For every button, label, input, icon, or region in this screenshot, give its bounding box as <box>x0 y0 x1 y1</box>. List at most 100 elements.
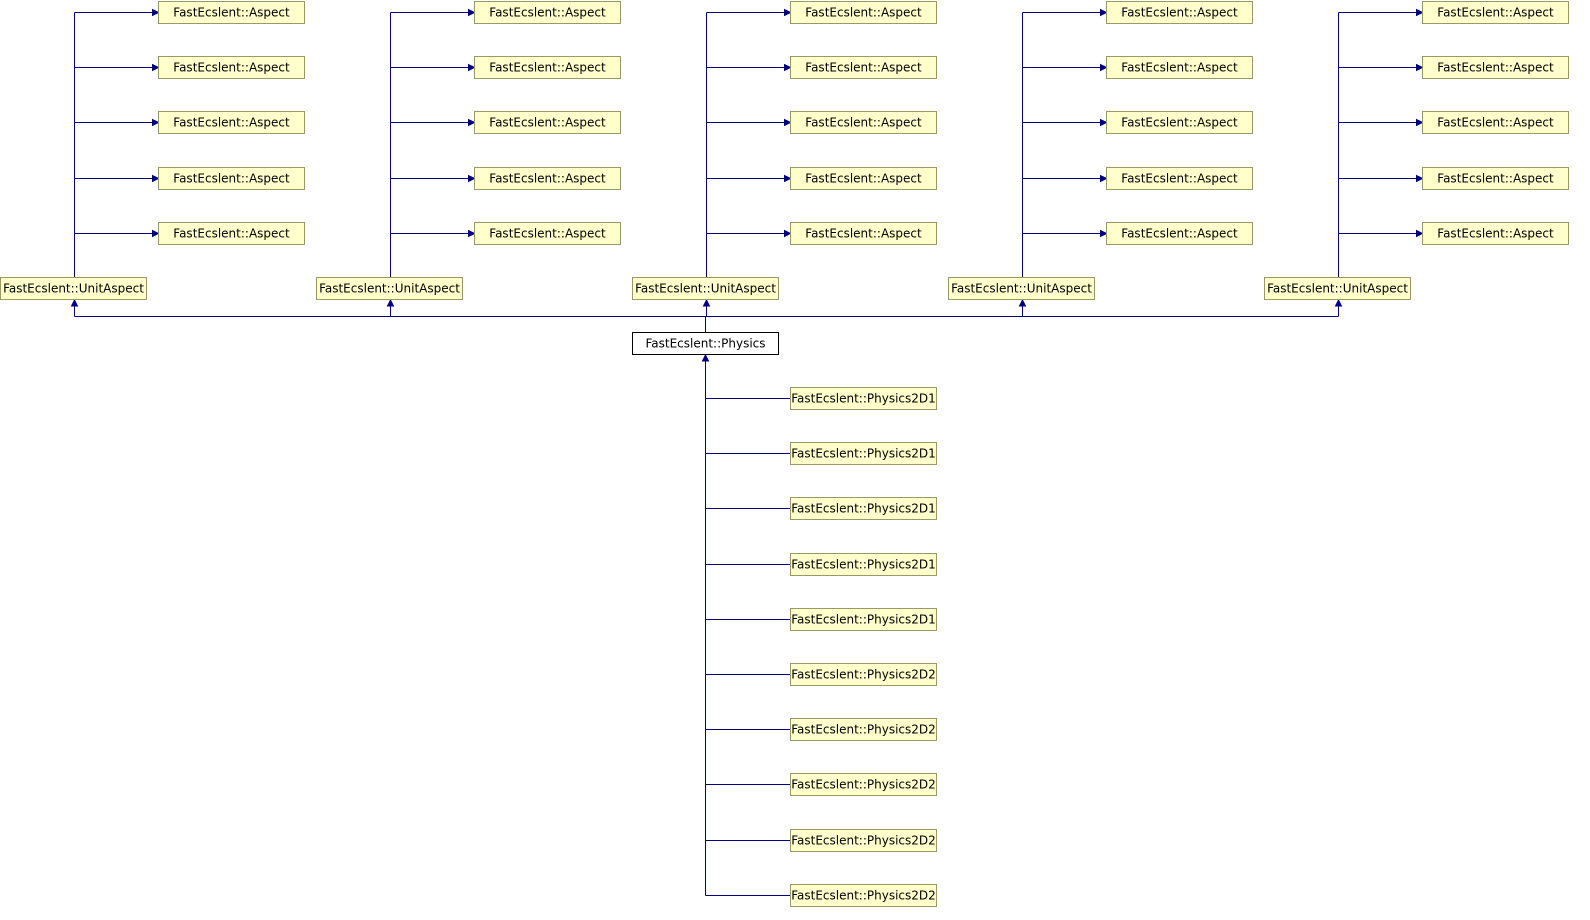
aspect-node-1-3[interactable]: FastEcslent::Aspect <box>158 111 305 134</box>
child-node-1[interactable]: FastEcslent::Physics2D1 <box>790 387 937 410</box>
aspect-node-1-2-box <box>158 56 305 79</box>
aspect-node-2-4[interactable]: FastEcslent::Aspect <box>474 167 621 190</box>
aspect-node-5-4[interactable]: FastEcslent::Aspect <box>1422 167 1569 190</box>
child-node-8[interactable]: FastEcslent::Physics2D2 <box>790 773 937 796</box>
aspect-arrow-1-3 <box>152 118 160 127</box>
aspect-node-4-4-label: FastEcslent::Aspect <box>1121 172 1238 186</box>
child-node-6[interactable]: FastEcslent::Physics2D2 <box>790 663 937 686</box>
child-node-4-label: FastEcslent::Physics2D1 <box>791 558 936 572</box>
unitaspect-2-arrow <box>386 298 395 307</box>
aspect-node-3-3-box <box>790 111 937 134</box>
aspect-node-5-1-box <box>1422 1 1569 24</box>
aspect-node-3-3-label: FastEcslent::Aspect <box>805 116 922 130</box>
aspect-arrow-1-4 <box>152 174 160 183</box>
aspect-node-1-1[interactable]: FastEcslent::Aspect <box>158 1 305 24</box>
child-node-9[interactable]: FastEcslent::Physics2D2 <box>790 829 937 852</box>
child-node-2[interactable]: FastEcslent::Physics2D1 <box>790 442 937 465</box>
aspect-node-2-1[interactable]: FastEcslent::Aspect <box>474 1 621 24</box>
aspect-node-3-2-box <box>790 56 937 79</box>
aspect-node-3-5-box <box>790 222 937 245</box>
aspect-node-2-2-label: FastEcslent::Aspect <box>489 61 606 75</box>
aspect-node-2-5-label: FastEcslent::Aspect <box>489 227 606 241</box>
aspect-node-1-5-box <box>158 222 305 245</box>
child-node-2-label: FastEcslent::Physics2D1 <box>791 447 936 461</box>
aspect-node-2-5[interactable]: FastEcslent::Aspect <box>474 222 621 245</box>
unitaspect-node-3-label: FastEcslent::UnitAspect <box>635 282 776 296</box>
aspect-arrow-4-4 <box>1100 174 1108 183</box>
aspect-node-4-2[interactable]: FastEcslent::Aspect <box>1106 56 1253 79</box>
aspect-node-3-4[interactable]: FastEcslent::Aspect <box>790 167 937 190</box>
aspect-node-1-2[interactable]: FastEcslent::Aspect <box>158 56 305 79</box>
unitaspect-node-5-box <box>1264 277 1411 300</box>
aspect-node-3-3[interactable]: FastEcslent::Aspect <box>790 111 937 134</box>
aspect-node-5-3-box <box>1422 111 1569 134</box>
aspect-arrow-3-4 <box>784 174 792 183</box>
aspect-node-2-2-box <box>474 56 621 79</box>
unitaspect-node-3[interactable]: FastEcslent::UnitAspect <box>632 277 779 300</box>
aspect-node-5-3[interactable]: FastEcslent::Aspect <box>1422 111 1569 134</box>
aspect-node-3-1[interactable]: FastEcslent::Aspect <box>790 1 937 24</box>
aspect-node-4-4[interactable]: FastEcslent::Aspect <box>1106 167 1253 190</box>
aspect-node-3-2[interactable]: FastEcslent::Aspect <box>790 56 937 79</box>
aspect-arrow-3-1 <box>784 8 792 17</box>
aspect-node-2-2[interactable]: FastEcslent::Aspect <box>474 56 621 79</box>
aspect-node-4-3[interactable]: FastEcslent::Aspect <box>1106 111 1253 134</box>
unitaspect-3-arrow <box>702 298 711 307</box>
aspect-arrow-5-3 <box>1416 118 1424 127</box>
aspect-node-3-1-box <box>790 1 937 24</box>
child-node-4-box <box>790 553 937 576</box>
aspect-node-5-5[interactable]: FastEcslent::Aspect <box>1422 222 1569 245</box>
child-node-6-box <box>790 663 937 686</box>
aspect-arrow-5-5 <box>1416 229 1424 238</box>
aspect-node-2-4-label: FastEcslent::Aspect <box>489 172 606 186</box>
aspect-node-4-5-label: FastEcslent::Aspect <box>1121 227 1238 241</box>
aspect-arrow-2-3 <box>468 118 476 127</box>
aspect-node-4-1-label: FastEcslent::Aspect <box>1121 6 1238 20</box>
aspect-node-1-1-label: FastEcslent::Aspect <box>173 6 290 20</box>
aspect-arrow-4-2 <box>1100 63 1108 72</box>
aspect-node-4-5[interactable]: FastEcslent::Aspect <box>1106 222 1253 245</box>
aspect-node-5-1[interactable]: FastEcslent::Aspect <box>1422 1 1569 24</box>
unitaspect-node-1[interactable]: FastEcslent::UnitAspect <box>0 277 147 300</box>
physics-root-node-box <box>632 332 779 355</box>
aspect-arrow-4-1 <box>1100 8 1108 17</box>
aspect-arrow-2-4 <box>468 174 476 183</box>
unitaspect-node-2[interactable]: FastEcslent::UnitAspect <box>316 277 463 300</box>
aspect-node-1-1-box <box>158 1 305 24</box>
child-node-5[interactable]: FastEcslent::Physics2D1 <box>790 608 937 631</box>
aspect-arrow-5-1 <box>1416 8 1424 17</box>
child-node-1-box <box>790 387 937 410</box>
aspect-node-3-4-label: FastEcslent::Aspect <box>805 172 922 186</box>
aspect-node-5-5-box <box>1422 222 1569 245</box>
aspect-node-5-4-label: FastEcslent::Aspect <box>1437 172 1554 186</box>
unitaspect-5-arrow <box>1334 298 1343 307</box>
aspect-node-4-1[interactable]: FastEcslent::Aspect <box>1106 1 1253 24</box>
aspect-node-1-5[interactable]: FastEcslent::Aspect <box>158 222 305 245</box>
aspect-node-3-5[interactable]: FastEcslent::Aspect <box>790 222 937 245</box>
aspect-node-5-5-label: FastEcslent::Aspect <box>1437 227 1554 241</box>
unitaspect-node-4[interactable]: FastEcslent::UnitAspect <box>948 277 1095 300</box>
unitaspect-node-5[interactable]: FastEcslent::UnitAspect <box>1264 277 1411 300</box>
aspect-node-3-4-box <box>790 167 937 190</box>
unitaspect-node-5-label: FastEcslent::UnitAspect <box>1267 282 1408 296</box>
aspect-arrow-1-1 <box>152 8 160 17</box>
aspect-node-4-1-box <box>1106 1 1253 24</box>
unitaspect-node-4-box <box>948 277 1095 300</box>
child-node-10[interactable]: FastEcslent::Physics2D2 <box>790 884 937 907</box>
aspect-node-1-2-label: FastEcslent::Aspect <box>173 61 290 75</box>
node-layer: FastEcslent::AspectFastEcslent::AspectFa… <box>0 1 1569 907</box>
child-node-4[interactable]: FastEcslent::Physics2D1 <box>790 553 937 576</box>
aspect-node-5-2[interactable]: FastEcslent::Aspect <box>1422 56 1569 79</box>
child-node-3[interactable]: FastEcslent::Physics2D1 <box>790 497 937 520</box>
aspect-node-1-5-label: FastEcslent::Aspect <box>173 227 290 241</box>
child-node-3-box <box>790 497 937 520</box>
aspect-node-1-4[interactable]: FastEcslent::Aspect <box>158 167 305 190</box>
aspect-node-2-5-box <box>474 222 621 245</box>
child-node-7[interactable]: FastEcslent::Physics2D2 <box>790 718 937 741</box>
unitaspect-node-2-label: FastEcslent::UnitAspect <box>319 282 460 296</box>
aspect-node-2-3[interactable]: FastEcslent::Aspect <box>474 111 621 134</box>
physics-root-node[interactable]: FastEcslent::Physics <box>632 332 779 355</box>
aspect-arrow-3-2 <box>784 63 792 72</box>
unitaspect-node-1-box <box>0 277 147 300</box>
